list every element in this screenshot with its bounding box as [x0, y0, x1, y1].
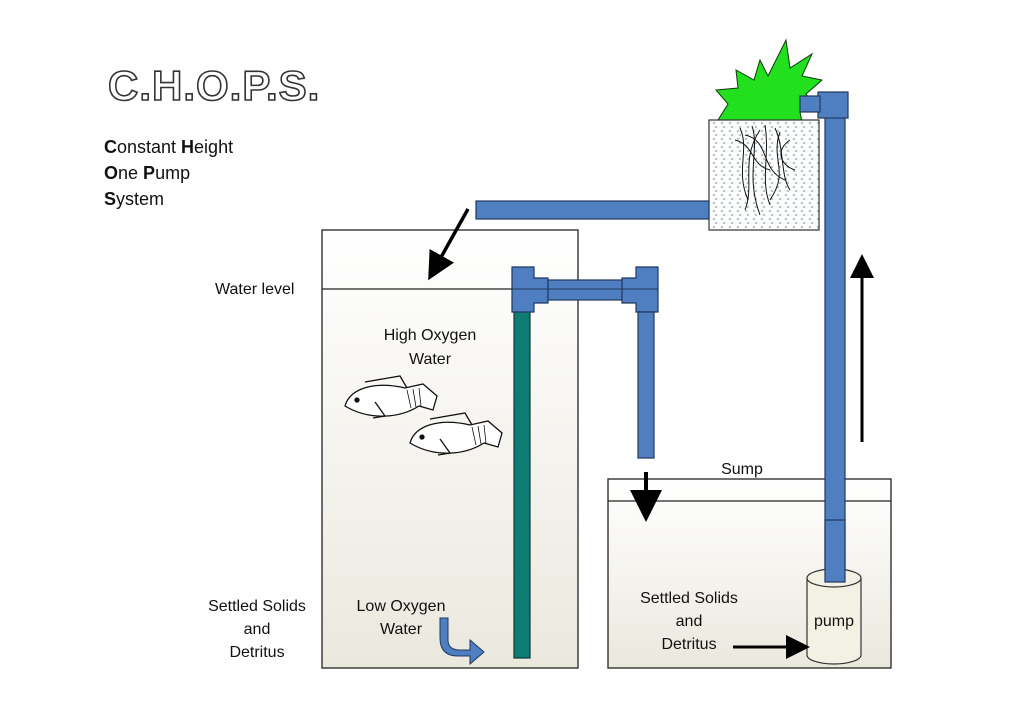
settled-right-label-2: and	[676, 613, 703, 630]
grow-bed-icon	[708, 38, 824, 231]
grow-bed-return-pipe	[475, 200, 710, 220]
riser-outlet-pipe	[799, 95, 821, 113]
high-oxygen-label-2: Water	[409, 351, 452, 368]
sump-drop-pipe	[637, 311, 655, 459]
settled-left-label-1: Settled Solids	[208, 598, 306, 615]
high-oxygen-label-1: High Oxygen	[384, 327, 477, 344]
standpipe	[513, 309, 531, 659]
sump-label: Sump	[721, 461, 763, 478]
settled-right-label-1: Settled Solids	[640, 590, 738, 607]
flow-arrow-into-tank	[428, 208, 470, 281]
low-oxygen-label-1: Low Oxygen	[357, 598, 446, 615]
low-oxygen-label-2: Water	[380, 621, 423, 638]
curved-arrow-icon	[439, 617, 485, 666]
pump-icon	[806, 519, 862, 665]
water-level-label: Water level	[215, 281, 294, 298]
settled-left-label-2: and	[244, 621, 271, 638]
subtitle: Constant Height One Pump System	[104, 137, 233, 209]
subtitle-line-1: Constant Height	[104, 137, 233, 157]
roots-icon	[734, 124, 796, 216]
pump-riser-pipe	[824, 109, 846, 583]
riser-elbow	[817, 91, 849, 119]
settled-right-label-3: Detritus	[661, 636, 716, 653]
settled-left-label-3: Detritus	[229, 644, 284, 661]
subtitle-line-3: System	[104, 189, 164, 209]
overflow-fitting	[511, 266, 659, 313]
subtitle-line-2: One Pump	[104, 163, 190, 183]
diagram-title: C.H.O.P.S.	[108, 62, 320, 109]
overflow-crossover-pipe	[547, 279, 623, 301]
grow-bed-media	[708, 119, 820, 231]
fish-icon	[344, 375, 503, 456]
pump-label: pump	[814, 613, 854, 630]
